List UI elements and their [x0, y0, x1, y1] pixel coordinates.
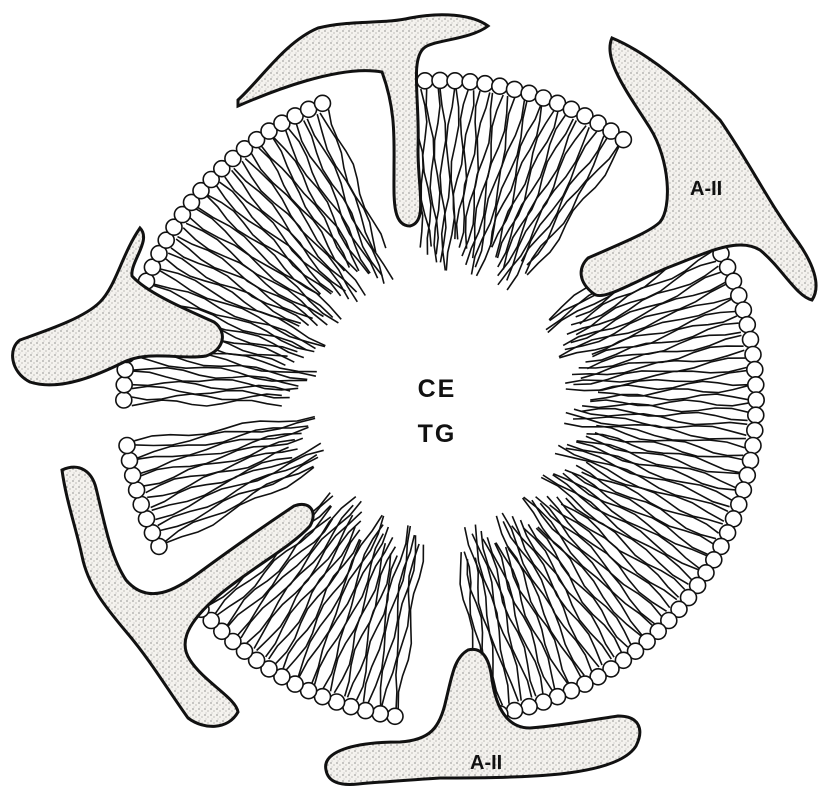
phospholipid-head: [417, 73, 433, 89]
phospholipid-head: [747, 422, 763, 438]
phospholipid-head: [747, 362, 763, 378]
phospholipid-head: [129, 482, 145, 498]
fatty-acid-tail: [527, 138, 607, 265]
phospholipid-head: [739, 467, 755, 483]
phospholipid-head: [122, 453, 138, 469]
phospholipid-head: [739, 317, 755, 333]
fatty-acid-tail: [132, 400, 282, 406]
protein-label-bottom: A-II: [470, 752, 502, 775]
phospholipid-head: [731, 288, 747, 304]
fatty-acid-tail: [590, 394, 748, 400]
phospholipid-head: [125, 467, 141, 483]
fatty-acid-tail: [502, 513, 584, 675]
phospholipid-head: [748, 407, 764, 423]
phospholipid-head: [745, 438, 761, 454]
phospholipid-head: [507, 81, 523, 97]
phospholipid-head: [615, 132, 631, 148]
phospholipid-head: [507, 703, 523, 719]
phospholipid-head: [743, 332, 759, 348]
phospholipid-head: [447, 73, 463, 89]
fatty-acid-tail: [141, 433, 302, 473]
fatty-acid-tail: [466, 96, 508, 265]
phospholipid-head: [748, 392, 764, 408]
fatty-acid-tail: [440, 88, 446, 262]
phospholipid-head: [492, 78, 508, 94]
phospholipid-head: [372, 706, 388, 722]
phospholipid-head: [387, 708, 403, 724]
fatty-acid-tail: [434, 88, 440, 262]
phospholipid-head: [432, 72, 448, 88]
phospholipid-head: [133, 497, 149, 513]
phospholipid-head: [119, 438, 135, 454]
phospholipid-head: [462, 74, 478, 90]
phospholipid-head: [116, 377, 132, 393]
phospholipid-head: [477, 76, 493, 92]
phospholipid-head: [521, 699, 537, 715]
fatty-acid-tail: [459, 91, 480, 248]
phospholipid-head: [116, 392, 132, 408]
fatty-acid-tail: [396, 544, 419, 708]
phospholipid-head: [315, 95, 331, 111]
phospholipid-head: [745, 347, 761, 363]
fatty-acid-tail: [524, 497, 642, 635]
protein-label-upper-right: A-II: [690, 178, 722, 201]
fatty-acid-tail: [587, 332, 741, 368]
fatty-acid-tail: [590, 400, 748, 406]
core-label-cholesteryl-ester: CE: [397, 375, 477, 404]
fatty-acid-tail: [208, 195, 321, 294]
phospholipid-head: [358, 703, 374, 719]
phospholipid-head: [748, 377, 764, 393]
core-label-triglyceride: TG: [397, 420, 477, 449]
phospholipid-head: [735, 482, 751, 498]
phospholipid-head: [735, 302, 751, 318]
phospholipid-head: [743, 453, 759, 469]
